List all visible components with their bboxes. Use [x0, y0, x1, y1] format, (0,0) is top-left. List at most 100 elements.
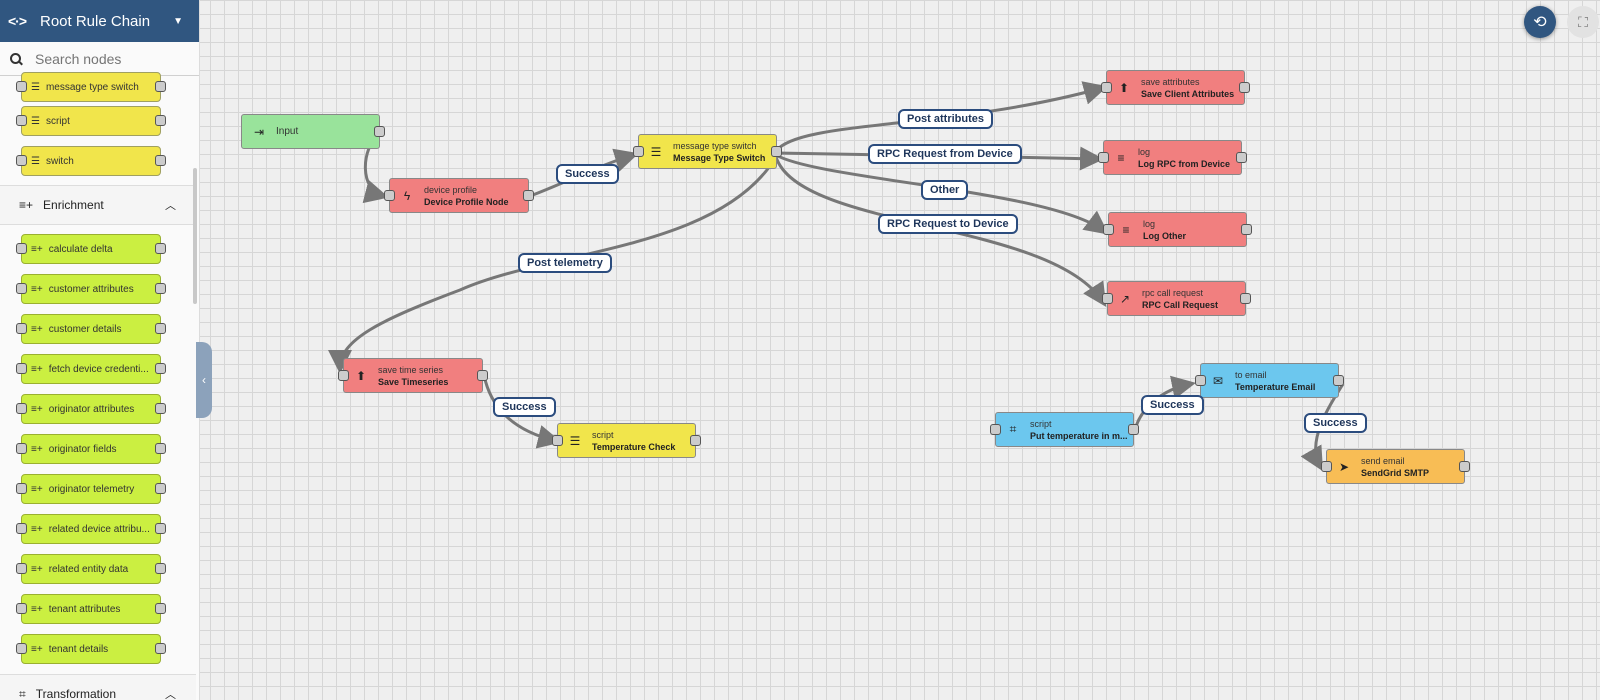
fullscreen-button[interactable]: ⛶ [1567, 6, 1599, 38]
output-port[interactable] [374, 125, 385, 137]
output-port[interactable] [1239, 81, 1250, 93]
output-port[interactable] [155, 81, 166, 92]
edge-label-rpc-request-to-device[interactable]: RPC Request to Device [878, 214, 1018, 234]
output-port[interactable] [155, 643, 166, 654]
output-port[interactable] [523, 189, 534, 201]
output-port[interactable] [1459, 460, 1470, 472]
node-input[interactable]: ⇥ Input [241, 114, 385, 149]
sidebar-item-related-entity-data[interactable]: ≡+ related entity data [16, 554, 166, 584]
output-port[interactable] [155, 563, 166, 574]
output-port[interactable] [1240, 292, 1251, 304]
sidebar-item-tenant-attributes[interactable]: ≡+ tenant attributes [16, 594, 166, 624]
output-port[interactable] [155, 523, 166, 534]
input-port[interactable] [552, 434, 563, 446]
sidebar-item-originator-telemetry[interactable]: ≡+ originator telemetry [16, 474, 166, 504]
rule-chain-canvas[interactable] [196, 0, 1600, 700]
sidebar-item-script[interactable]: ☰ script [16, 106, 166, 136]
input-port[interactable] [633, 145, 644, 157]
edge-label-success[interactable]: Success [493, 397, 556, 417]
edge-label-post-attributes[interactable]: Post attributes [898, 109, 994, 129]
rule-chain-header[interactable]: <·> Root Rule Chain ▼ [0, 0, 199, 42]
edge-label-success[interactable]: Success [556, 164, 619, 184]
edge-label-rpc-request-from-device[interactable]: RPC Request from Device [868, 144, 1022, 164]
output-port[interactable] [155, 155, 166, 166]
output-port[interactable] [155, 243, 166, 254]
edge-label-other[interactable]: Other [921, 180, 969, 200]
output-port[interactable] [771, 145, 782, 157]
output-port[interactable] [155, 323, 166, 334]
input-port[interactable] [16, 243, 27, 254]
version-history-button[interactable]: ⟲ [1524, 6, 1556, 38]
output-port[interactable] [477, 369, 488, 381]
input-port[interactable] [1102, 292, 1113, 304]
input-port[interactable] [16, 563, 27, 574]
sidebar-item-calculate-delta[interactable]: ≡+ calculate delta [16, 234, 166, 264]
search-input[interactable] [35, 50, 185, 67]
input-port[interactable] [384, 189, 395, 201]
input-port[interactable] [16, 643, 27, 654]
output-port[interactable] [155, 483, 166, 494]
input-port[interactable] [1103, 223, 1114, 235]
output-port[interactable] [1333, 374, 1344, 386]
sidebar-scrollbar[interactable] [193, 168, 197, 304]
chevron-up-icon[interactable]: ︿ [165, 689, 176, 700]
input-port[interactable] [16, 523, 27, 534]
sidebar-item-originator-fields[interactable]: ≡+ originator fields [16, 434, 166, 464]
chevron-up-icon[interactable]: ︿ [165, 200, 176, 212]
node-name: Save Client Attributes [1141, 88, 1235, 99]
output-port[interactable] [155, 363, 166, 374]
input-port[interactable] [338, 369, 349, 381]
input-port[interactable] [1098, 151, 1109, 163]
chevron-down-icon[interactable]: ▼ [173, 15, 183, 27]
output-port[interactable] [155, 115, 166, 126]
input-port[interactable] [990, 423, 1001, 435]
sidebar-item-switch[interactable]: ☰ switch [16, 146, 166, 176]
input-port[interactable] [16, 81, 27, 92]
sidebar-item-originator-attributes[interactable]: ≡+ originator attributes [16, 394, 166, 424]
output-port[interactable] [155, 443, 166, 454]
input-port[interactable] [16, 603, 27, 614]
output-port[interactable] [155, 403, 166, 414]
input-port[interactable] [16, 283, 27, 294]
sidebar-item-fetch-device-credentials[interactable]: ≡+ fetch device credenti... [16, 354, 166, 384]
output-port[interactable] [1241, 223, 1252, 235]
output-port[interactable] [1128, 423, 1139, 435]
input-port[interactable] [16, 443, 27, 454]
sidebar-item-customer-details[interactable]: ≡+ customer details [16, 314, 166, 344]
sidebar-item-customer-attributes[interactable]: ≡+ customer attributes [16, 274, 166, 304]
edge-label-success[interactable]: Success [1304, 413, 1367, 433]
edge-label-success[interactable]: Success [1141, 395, 1204, 415]
input-port[interactable] [16, 155, 27, 166]
node-type: script [1030, 418, 1052, 429]
sidebar-item-tenant-details[interactable]: ≡+ tenant details [16, 634, 166, 664]
collapse-sidebar-button[interactable]: ‹ [196, 342, 212, 418]
sidebar-item-related-device-attributes[interactable]: ≡+ related device attribu... [16, 514, 166, 544]
output-port[interactable] [1236, 151, 1247, 163]
input-port[interactable] [16, 483, 27, 494]
input-port[interactable] [16, 403, 27, 414]
section-transformation[interactable]: ⌗ Transformation ︿ [0, 674, 196, 700]
input-port[interactable] [1195, 374, 1206, 386]
sidebar-item-message-type-switch[interactable]: ☰ message type switch [16, 72, 166, 102]
input-port[interactable] [1321, 460, 1332, 472]
output-port[interactable] [690, 434, 701, 446]
section-enrichment[interactable]: ≡+ Enrichment ︿ [0, 185, 196, 225]
input-port[interactable] [16, 115, 27, 126]
input-port[interactable] [16, 363, 27, 374]
input-port[interactable] [16, 323, 27, 334]
output-port[interactable] [155, 603, 166, 614]
input-port[interactable] [1101, 81, 1112, 93]
edge-label-post-telemetry[interactable]: Post telemetry [518, 253, 612, 273]
output-port[interactable] [155, 283, 166, 294]
